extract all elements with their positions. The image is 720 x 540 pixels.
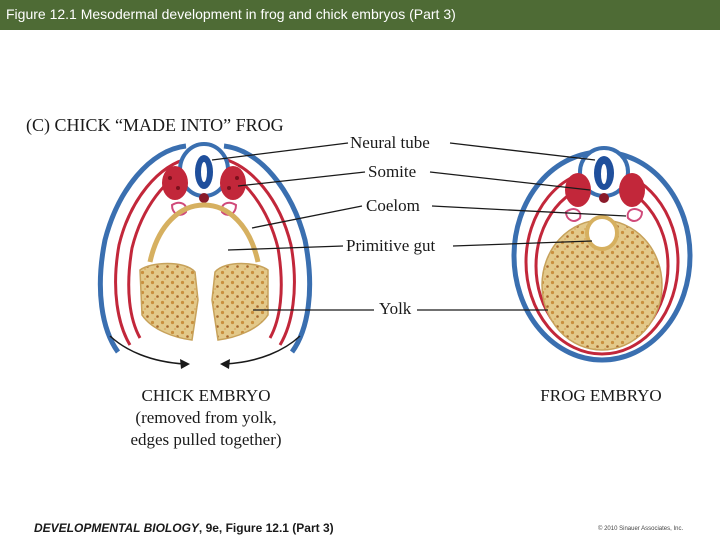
- chick-caption-line3: edges pulled together): [130, 430, 282, 449]
- chick-caption: CHICK EMBRYO (removed from yolk, edges p…: [106, 385, 306, 451]
- chick-yolk: [139, 262, 199, 341]
- footer-citation: DEVELOPMENTAL BIOLOGY, 9e, Figure 12.1 (…: [34, 521, 334, 535]
- chick-coelom: [170, 201, 188, 216]
- label-somite: Somite: [368, 162, 417, 181]
- chick-embryo: [97, 142, 313, 369]
- frog-coelom: [564, 208, 582, 222]
- label-yolk: Yolk: [379, 299, 412, 318]
- frog-embryo: [511, 146, 693, 363]
- chick-caption-line1: CHICK EMBRYO: [141, 386, 271, 405]
- chick-caption-line2: (removed from yolk,: [135, 408, 277, 427]
- footer-book: DEVELOPMENTAL BIOLOGY: [34, 521, 199, 535]
- chick-arrow-left: [109, 335, 186, 365]
- frog-primitive-gut: [585, 215, 619, 251]
- chick-ectoderm: [97, 143, 187, 354]
- footer-figure-ref: , 9e, Figure 12.1 (Part 3): [198, 521, 334, 535]
- panel-label: (C) CHICK “MADE INTO” FROG: [26, 115, 284, 135]
- copyright: © 2010 Sinauer Associates, Inc.: [598, 526, 684, 532]
- chick-arrow-right: [224, 335, 301, 365]
- title-bar: Figure 12.1 Mesodermal development in fr…: [0, 0, 720, 30]
- slide-title: Figure 12.1 Mesodermal development in fr…: [6, 6, 456, 22]
- label-neural-tube: Neural tube: [350, 133, 430, 152]
- chick-primitive-gut: [147, 202, 261, 263]
- frog-caption: FROG EMBRYO: [540, 386, 662, 405]
- frog-somites: [565, 173, 645, 207]
- label-coelom: Coelom: [366, 196, 420, 215]
- chick-somites: [162, 166, 246, 200]
- label-primitive-gut: Primitive gut: [346, 236, 436, 255]
- leader-lines: [211, 142, 627, 311]
- chick-mesoderm: [114, 156, 191, 346]
